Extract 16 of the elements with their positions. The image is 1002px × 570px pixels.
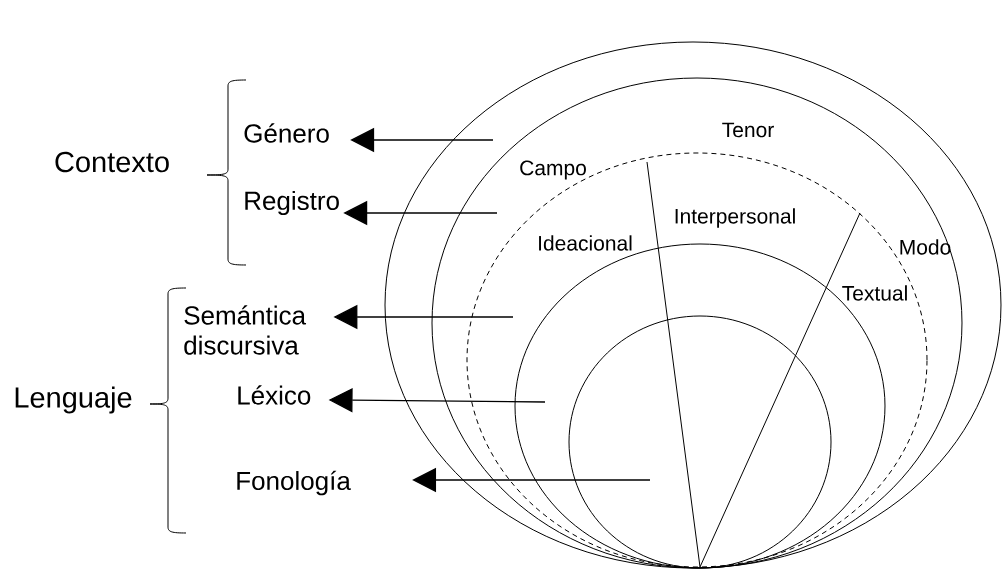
stratum-label: Semántica discursiva	[184, 305, 307, 355]
group-label: Lenguaje	[15, 386, 132, 414]
sector-label: Modo	[900, 239, 951, 255]
circle-outline	[568, 315, 832, 569]
group-label: Contexto	[55, 151, 169, 173]
sector-label: Interpersonal	[675, 208, 795, 228]
sector-label: Tenor	[722, 122, 774, 138]
sector-label: Campo	[520, 160, 586, 180]
circle-outline	[384, 41, 1002, 569]
stratum-label: Fonología	[237, 470, 351, 496]
sector-label: Ideacional	[539, 235, 632, 251]
stratum-label: Léxico	[238, 385, 311, 405]
stratum-label: Género	[244, 123, 329, 143]
sector-label: Textual	[842, 285, 907, 301]
circle-outline	[431, 77, 963, 569]
stratum-label: Registro	[245, 190, 339, 216]
